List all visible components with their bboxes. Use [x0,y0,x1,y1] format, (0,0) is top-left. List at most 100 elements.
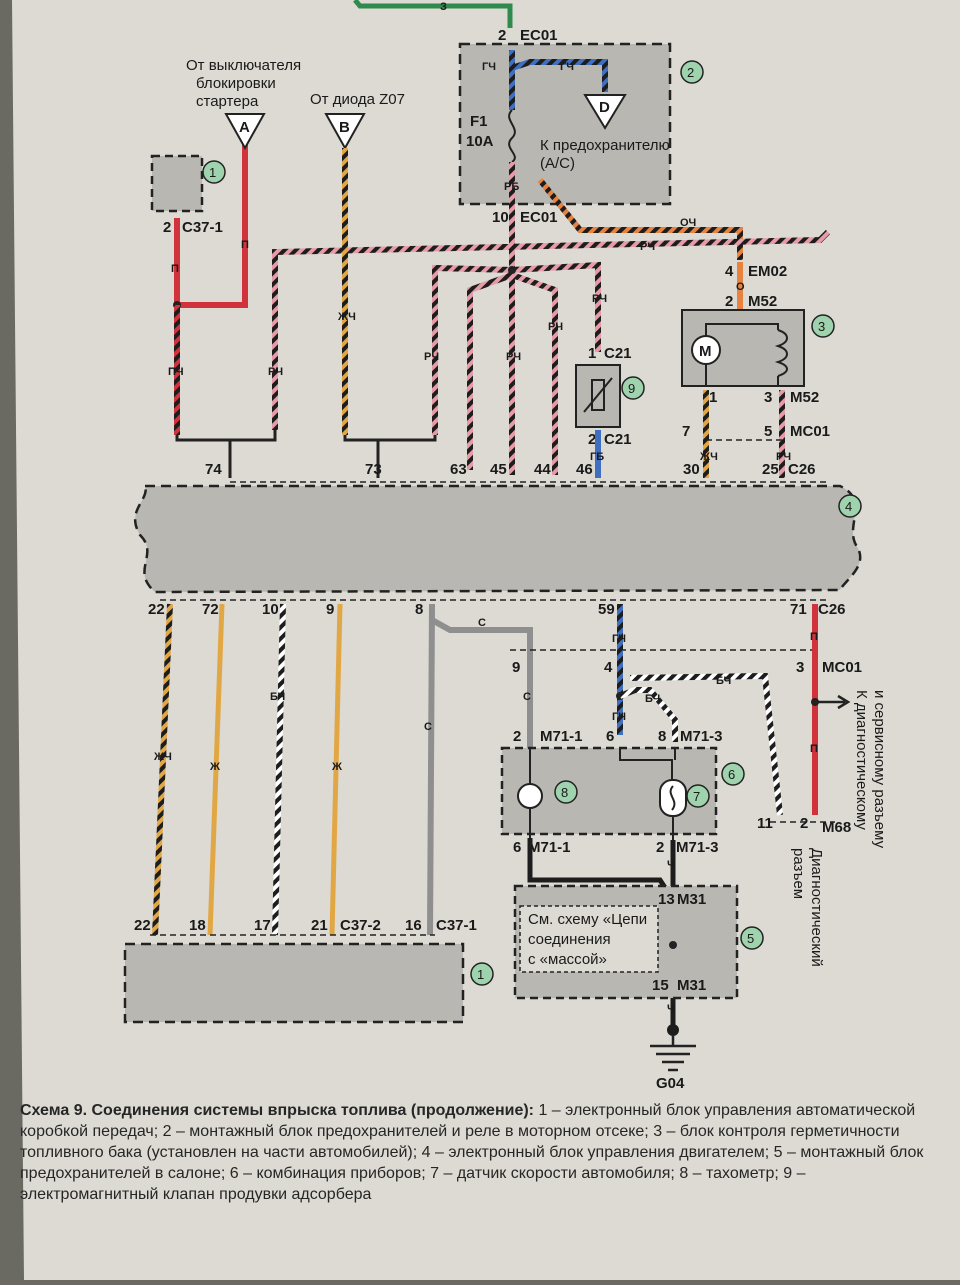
connector-c37-1-bot: C37-1 [436,917,477,934]
ecu-pin-44: 44 [534,461,551,478]
connector-mc01-top: MC01 [790,423,830,440]
fuse-rating: 10A [466,133,494,150]
diag-conn-line2: разъем [790,848,807,899]
ground-point [667,1024,679,1036]
connector-m71-1-bot: M71-1 [528,839,571,856]
wire-rch-63b [467,272,514,470]
connector-c37-1-top: C37-1 [182,219,223,236]
wire-label-rb: РБ [504,181,519,193]
wire-s-16 [427,603,435,936]
connector-m52-bot-pin3: 3 [764,389,772,406]
wire-label-bch-2: БЧ [716,675,731,687]
ecu-pin-22: 22 [148,601,165,618]
connector-m71-3-top-pin8: 8 [658,728,666,745]
connector-em02: EM02 [748,263,787,280]
splice-m31 [669,941,677,949]
ground-label: G04 [656,1075,685,1092]
caption-body: 1 – электронный блок управления автомати… [20,1102,924,1203]
wire-label-rch-45: РЧ [506,351,521,363]
wire-label-zh-72: Ж [209,761,220,773]
connector-em02-pin: 4 [725,263,734,280]
connector-c37-2: C37-2 [340,917,381,934]
arrow-to-diag-service [815,694,851,710]
ecu-pin-59: 59 [598,601,615,618]
wire-label-ch-1: Ч [667,859,675,871]
source-a-line1: От выключателя [186,57,301,74]
ecu-pin-45: 45 [490,461,507,478]
ecu-pin-8: 8 [415,601,423,618]
diag-right-line2: и сервисному разъему [871,690,888,849]
component-3-callout [811,314,835,338]
connector-m71-1-top: M71-1 [540,728,583,745]
connector-m68-pin11: 11 [757,815,773,832]
wire-rch-44 [511,272,558,475]
wire-label-gch-vss: ГЧ [612,711,626,723]
ecu-pin-46: 46 [576,461,593,478]
component-4-ecu [133,484,862,594]
wire-p-from-a [177,145,248,308]
wire-rch-bus [272,229,831,430]
wire-label-zhch-73: ЖЧ [337,311,356,323]
connector-m71-1-bot-pin: 6 [513,839,521,856]
wire-label-rch-25: РЧ [776,451,791,463]
ground-note-box [519,905,659,973]
connector-m68-pin2: 2 [800,815,808,832]
ecu-pin-9: 9 [326,601,334,618]
terminal-a-letter: A [239,119,250,136]
ground-symbol [650,1036,696,1072]
wire-bch-diag [629,672,783,816]
connector-m31-top-pin: 13 [658,891,675,908]
connector-m52-top: M52 [748,293,777,310]
connector-ec01-top-pin: 2 [498,27,506,44]
component-1-top-number: 1 [209,165,216,180]
connector-c21-bot-pin: 2 [588,431,596,448]
component-1-tcm-top [150,154,204,213]
wire-gch-to-d [511,59,608,92]
module-internal-wire [705,323,779,386]
connector-mc01-bot: MC01 [822,659,862,676]
source-b-line1: От диода Z07 [310,91,405,108]
fuse-f1-symbol [508,109,516,163]
component-1-top-callout [202,160,226,184]
wire-z-top [353,0,513,28]
wire-label-s-16: С [424,721,432,733]
component-5-callout [740,926,764,950]
to-fuse-note-line2: (A/C) [540,155,575,172]
connector-mc01-bot-pin9: 9 [512,659,520,676]
connector-c26-bot: C26 [818,601,846,618]
connector-m68: M68 [822,819,851,836]
connector-ec01-bot-pin: 10 [492,209,509,226]
wire-label-o: О [736,281,745,293]
fuse-name: F1 [470,113,488,130]
wire-label-p-2: П [241,239,249,251]
ecu-pin-30: 30 [683,461,700,478]
ecu-pin-73: 73 [365,461,382,478]
connector-m31-bot-pin: 15 [652,977,669,994]
component-4-callout [838,494,862,518]
ecu-pin-71: 71 [790,601,807,618]
ecu-pin-63: 63 [450,461,467,478]
tcm-pin-21: 21 [311,917,328,934]
splice-point [508,266,516,274]
connector-m52-top-pin: 2 [725,293,733,310]
wire-join-74 [175,430,277,478]
connector-m71-3-bot: M71-3 [676,839,719,856]
terminal-b-letter: B [339,119,350,136]
connector-c21-top: C21 [604,345,632,362]
connector-m71-3-top-pin6: 6 [606,728,614,745]
component-8-callout [554,780,578,804]
wire-s-tach [430,617,533,790]
connector-m71-1-top-pin: 2 [513,728,521,745]
component-5-number: 5 [747,931,754,946]
component-2-number: 2 [687,65,694,80]
ground-note-line3: с «массой» [528,951,607,968]
source-a-line2: блокировки [196,75,276,92]
tcm-pin-18: 18 [189,917,206,934]
ground-note-line2: соединения [528,931,611,948]
terminal-a-arrow [224,113,266,151]
diag-conn-line1: Диагностический [808,848,825,967]
wire-och [537,178,743,260]
wire-zh-9 [329,603,343,936]
